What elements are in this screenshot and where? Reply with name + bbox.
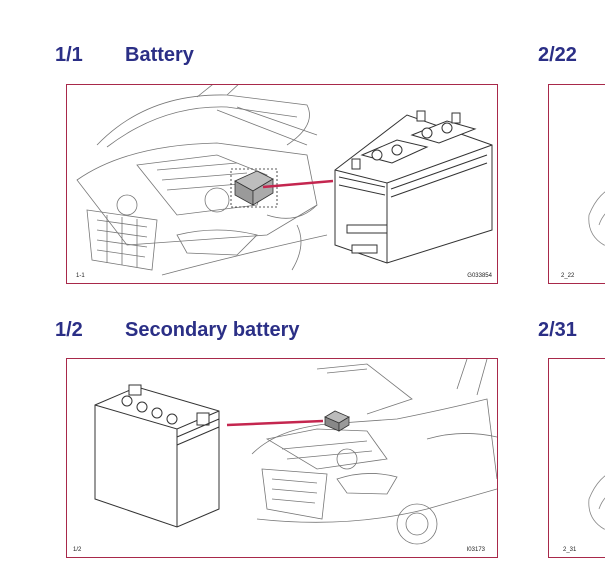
battery-illustration-panel: 1-1 G033854 xyxy=(66,84,498,284)
section-number-1-2: 1/2 xyxy=(55,319,83,341)
figure-ref-left: 1/2 xyxy=(73,547,82,553)
panel-2-22-partial: 2_22 xyxy=(548,84,605,284)
battery-engine-bay-illustration xyxy=(76,85,493,276)
figure-ref-right: G033854 xyxy=(467,273,492,279)
partial-car-illustration xyxy=(588,191,605,246)
section-number-1-1: 1/1 xyxy=(55,44,83,66)
figure-ref-left: 1-1 xyxy=(76,273,85,279)
figure-ref-right: I03173 xyxy=(466,547,485,553)
panel-2-31-partial: 2_31 xyxy=(548,358,605,558)
section-number-2-31: 2/31 xyxy=(538,319,577,341)
partial-car-illustration xyxy=(588,475,605,530)
section-title-battery: Battery xyxy=(125,44,194,66)
secondary-battery-illustration xyxy=(94,359,497,545)
figure-ref-left: 2_31 xyxy=(563,547,577,553)
secondary-battery-illustration-panel: 1/2 I03173 xyxy=(66,358,498,558)
section-title-secondary-battery: Secondary battery xyxy=(125,319,300,341)
section-number-2-22: 2/22 xyxy=(538,44,577,66)
figure-ref-left: 2_22 xyxy=(561,273,575,279)
